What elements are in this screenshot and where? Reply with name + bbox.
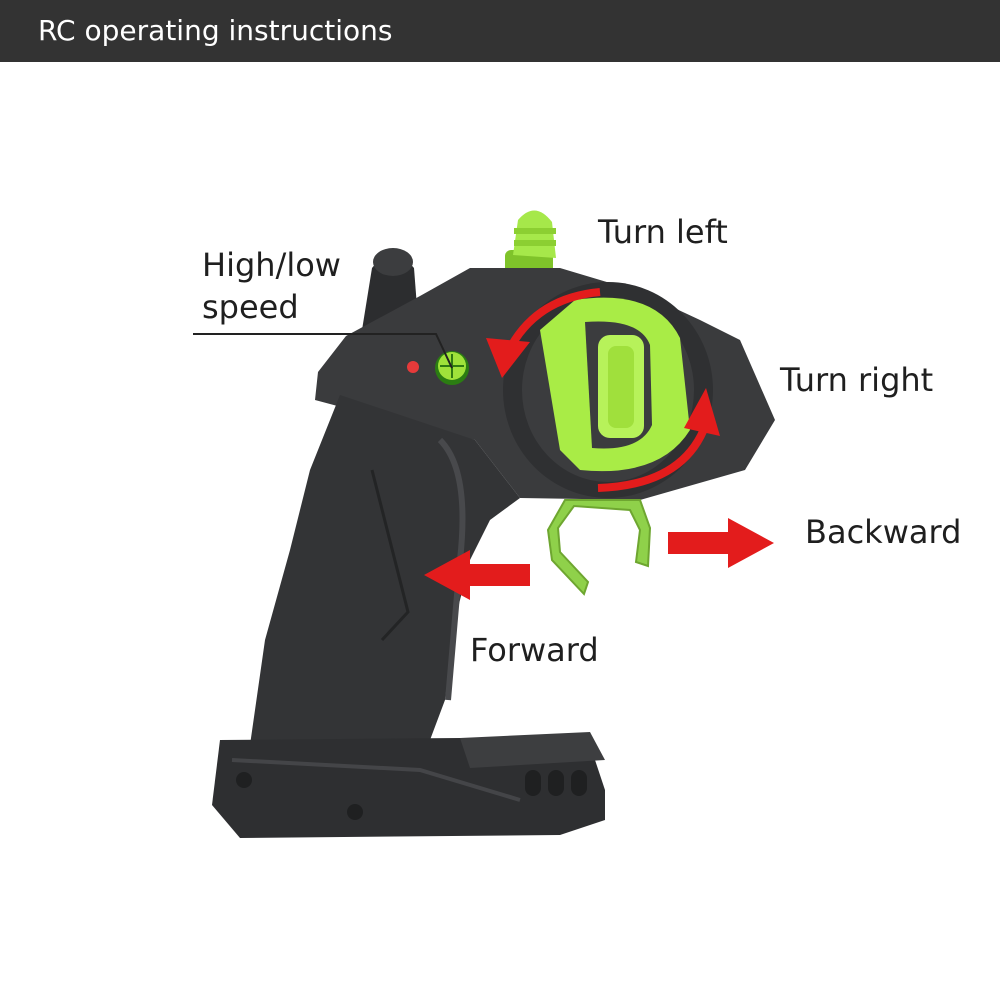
page-title: RC operating instructions [38,14,393,47]
speed-label: High/low speed [202,246,341,326]
backward-label: Backward [805,513,962,551]
controller-base [212,732,605,838]
forward-label: Forward [470,631,599,669]
throttle-trigger [546,499,652,596]
turn-left-arrow [486,288,601,378]
steering-wheel [503,282,713,498]
forward-arrow [424,550,530,600]
controller-grip [250,395,520,750]
power-led [407,361,419,373]
turn-right-arrow [597,388,720,492]
antenna [505,210,556,280]
turn-left-label: Turn left [598,213,728,251]
turn-right-label: Turn right [780,361,934,399]
speed-leader-line [193,333,453,369]
header-bar: RC operating instructions [0,0,1000,62]
backward-arrow [668,518,774,568]
